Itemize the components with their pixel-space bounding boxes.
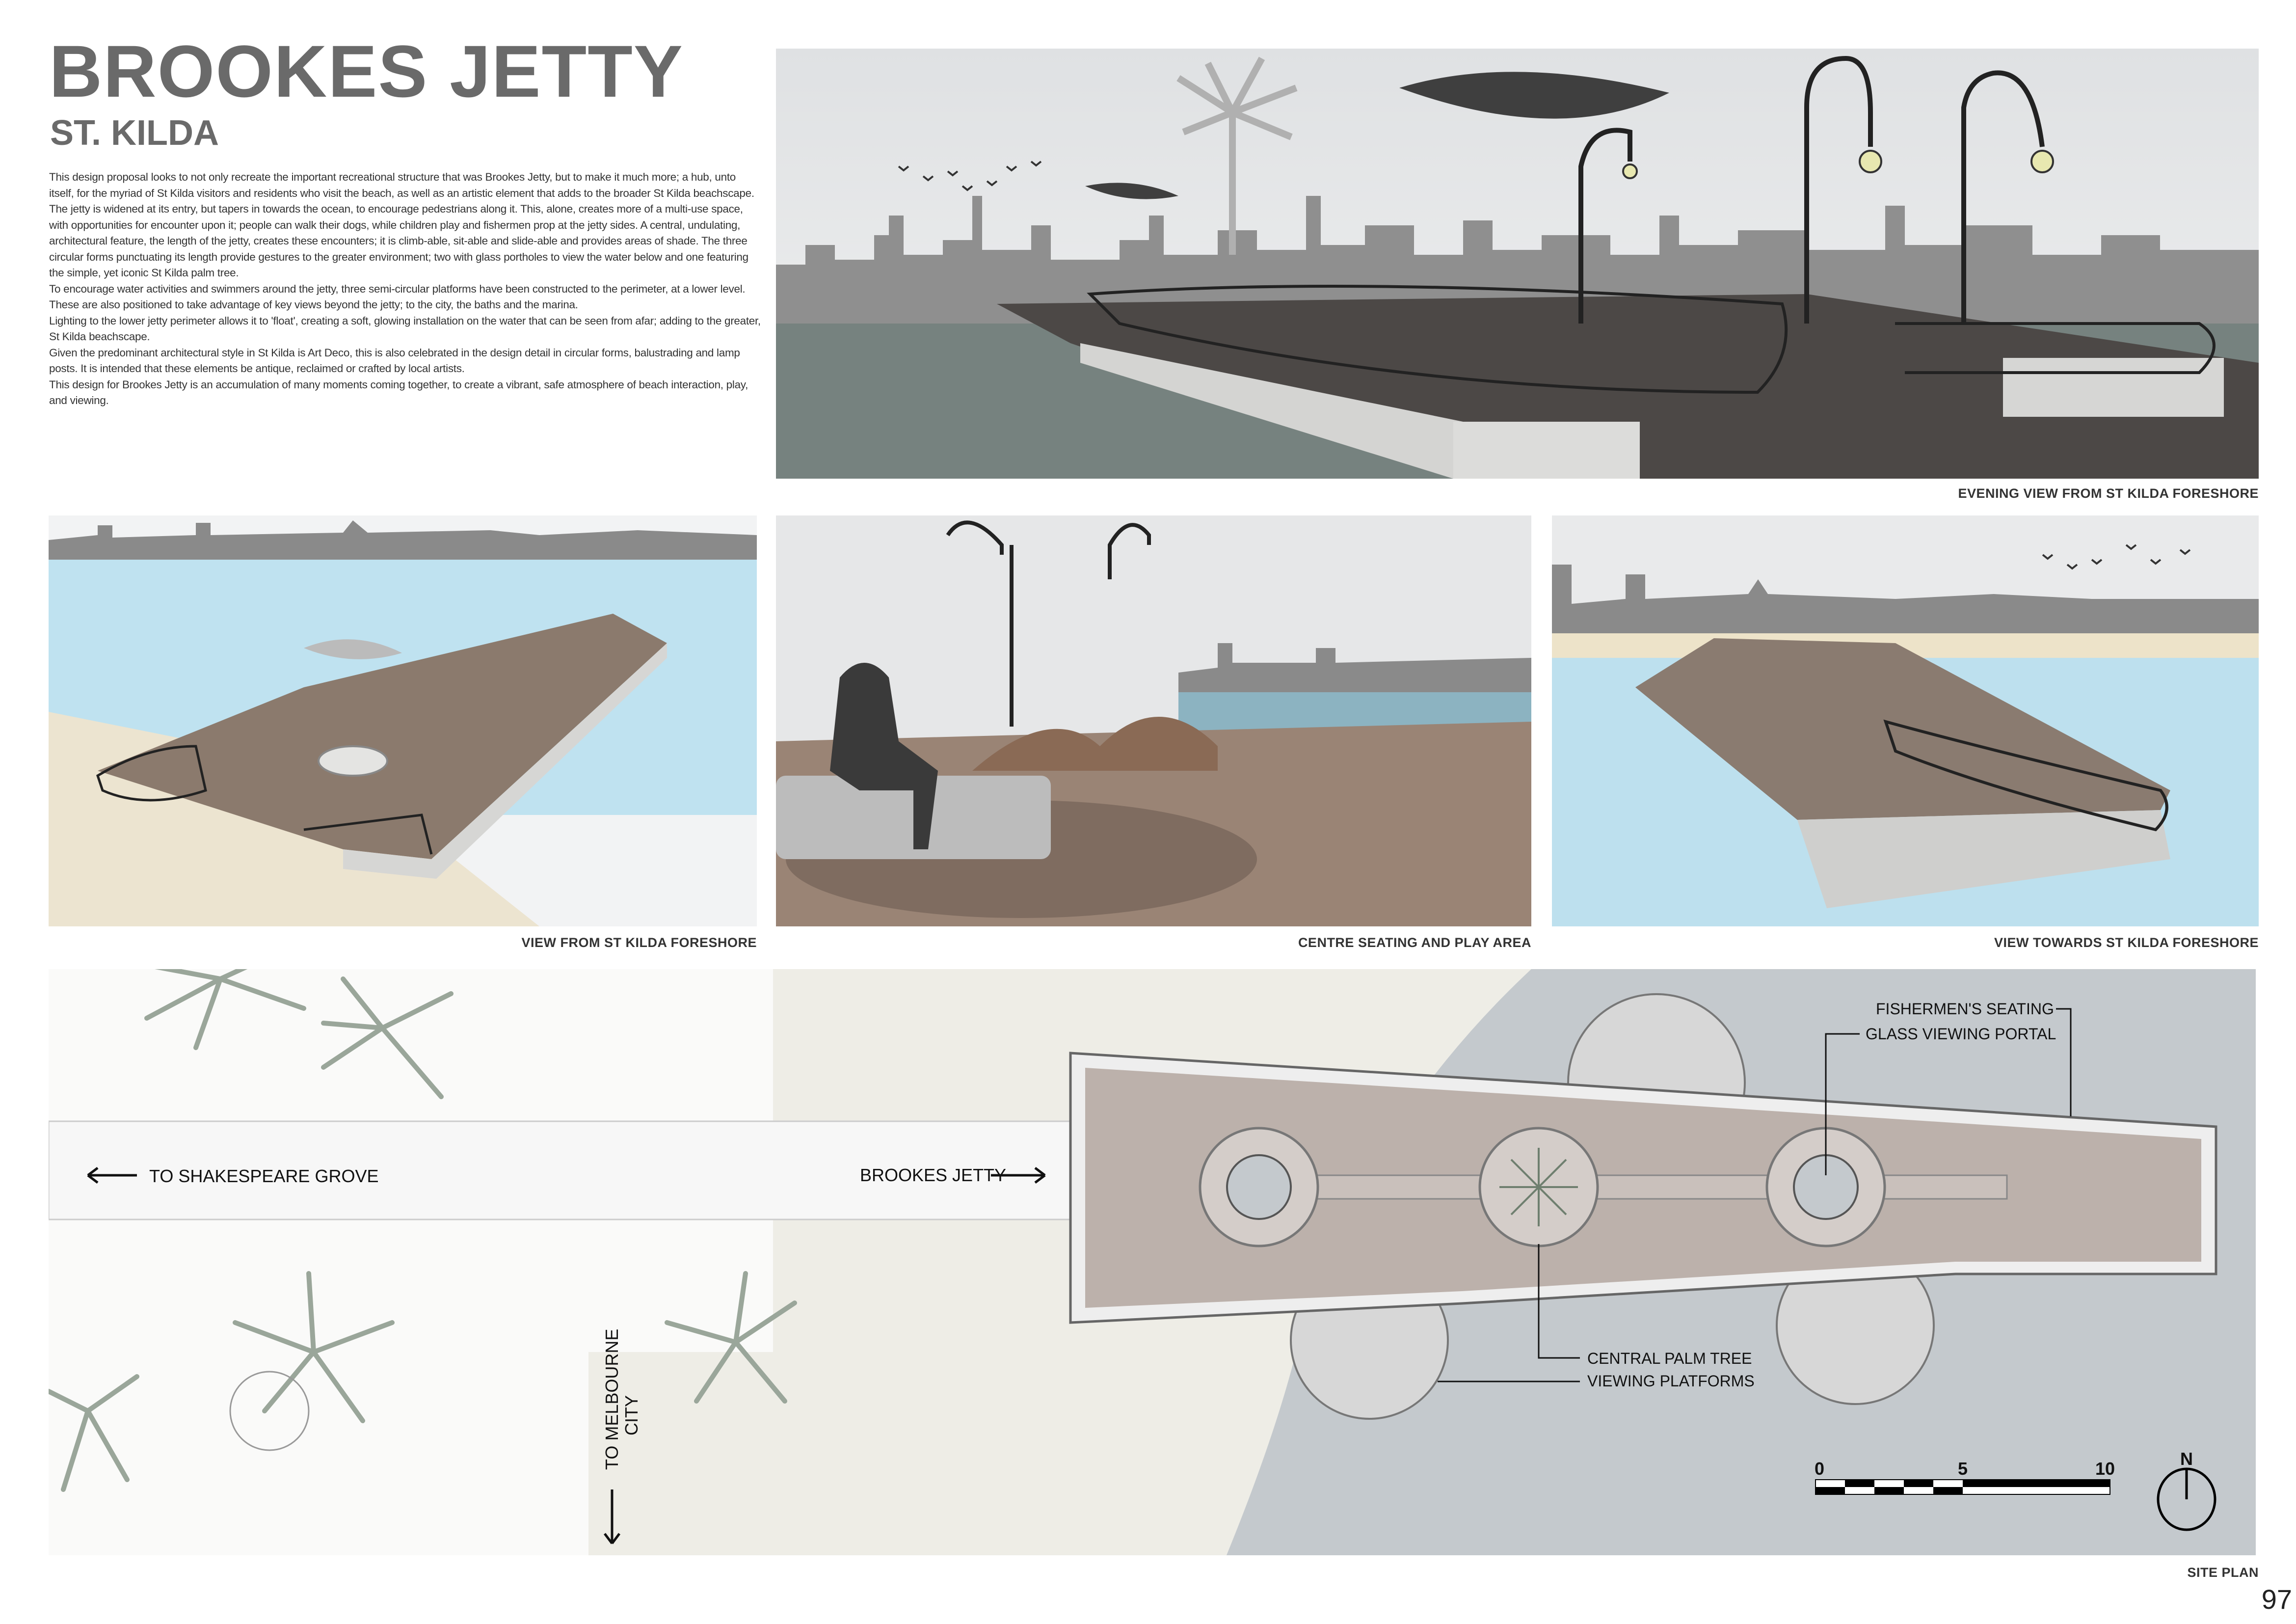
city-skyline <box>1552 565 2259 633</box>
render-view-from-foreshore <box>49 515 757 926</box>
circular-seat <box>318 745 388 777</box>
description-paragraph: To encourage water activities and swimme… <box>49 282 746 311</box>
label-to-melbourne: TO MELBOURNE <box>602 1329 622 1470</box>
site-plan: TO SHAKESPEARE GROVE BROOKES JETTY TO ME… <box>49 969 2256 1555</box>
arrow-down-icon <box>604 1489 620 1544</box>
palm-tree <box>1176 56 1298 255</box>
scale-bar <box>1815 1479 2110 1495</box>
north-label: N <box>2180 1449 2193 1469</box>
caption-view-from-foreshore: VIEW FROM ST KILDA FORESHORE <box>521 935 757 950</box>
scale-label-5: 5 <box>1958 1459 1968 1479</box>
lamp-posts <box>946 520 1151 727</box>
balustrade <box>96 745 433 855</box>
city-skyline <box>1178 643 1531 692</box>
jetty-side <box>1797 810 2170 908</box>
jetty-deck <box>98 614 667 859</box>
central-feature <box>1258 1174 2008 1200</box>
label-city: CITY <box>621 1395 641 1435</box>
glass-portal-icon <box>1226 1154 1292 1220</box>
jetty-base <box>1080 343 1463 479</box>
lamp-posts <box>1578 55 2045 324</box>
balustrade <box>1883 719 2168 832</box>
page-title: BROOKES JETTY <box>49 30 684 112</box>
jetty-base-front <box>1453 422 1640 479</box>
canopy <box>1085 183 1178 199</box>
label-to-shakespeare-grove: TO SHAKESPEARE GROVE <box>149 1166 378 1186</box>
arrow-left-icon <box>87 1167 137 1184</box>
page-subtitle: ST. KILDA <box>50 113 219 153</box>
north-arrow-icon <box>2157 1467 2216 1531</box>
caption-centre-seating: CENTRE SEATING AND PLAY AREA <box>1298 935 1531 950</box>
undulating-feature <box>972 717 1218 771</box>
caption-view-towards-foreshore: VIEW TOWARDS ST KILDA FORESHORE <box>1994 935 2259 950</box>
seated-figure <box>830 663 938 849</box>
label-fishermens-seating: FISHERMEN'S SEATING <box>1876 1000 2054 1018</box>
jetty-base-end <box>2003 358 2224 417</box>
render-view-towards-foreshore <box>1552 515 2259 926</box>
scale-label-0: 0 <box>1815 1459 1824 1479</box>
description-paragraph: This design for Brookes Jetty is an accu… <box>49 378 748 407</box>
render-centre-seating <box>776 515 1531 926</box>
canopy <box>1399 72 1669 119</box>
description-paragraph: Lighting to the lower jetty perimeter al… <box>49 314 761 343</box>
page-number: 97 <box>2261 1584 2292 1615</box>
path-to-jetty <box>49 1120 1075 1220</box>
label-brookes-jetty: BROOKES JETTY <box>860 1165 1006 1185</box>
label-glass-viewing-portal: GLASS VIEWING PORTAL <box>1866 1025 2056 1043</box>
render-evening-view <box>776 49 2259 479</box>
description-paragraph: This design proposal looks to not only r… <box>49 171 754 199</box>
jetty-deck <box>997 294 2259 479</box>
tree-canopy <box>229 1371 310 1451</box>
caption-site-plan: SITE PLAN <box>2187 1565 2259 1580</box>
birds <box>898 161 1042 191</box>
lamp-icons <box>1622 150 2054 179</box>
city-skyline <box>49 520 757 560</box>
description-paragraph: The jetty is widened at its entry, but t… <box>49 203 748 279</box>
label-central-palm-tree: CENTRAL PALM TREE <box>1587 1350 1752 1367</box>
balustrade <box>1087 285 2216 394</box>
description-paragraph: Given the predominant architectural styl… <box>49 346 740 375</box>
leader-lines <box>1438 1008 2072 1382</box>
arrow-right-icon <box>991 1167 1046 1184</box>
canopy <box>304 639 402 659</box>
design-description: This design proposal looks to not only r… <box>49 169 761 409</box>
jetty-side <box>343 643 667 879</box>
caption-evening-view: EVENING VIEW FROM ST KILDA FORESHORE <box>1958 486 2259 501</box>
central-palm-tree-icon <box>1499 1148 1578 1226</box>
birds <box>2042 544 2191 570</box>
scale-label-10: 10 <box>2095 1459 2115 1479</box>
label-viewing-platforms: VIEWING PLATFORMS <box>1587 1372 1755 1390</box>
jetty-deck <box>1635 638 2170 820</box>
palm-trees <box>49 969 797 1492</box>
